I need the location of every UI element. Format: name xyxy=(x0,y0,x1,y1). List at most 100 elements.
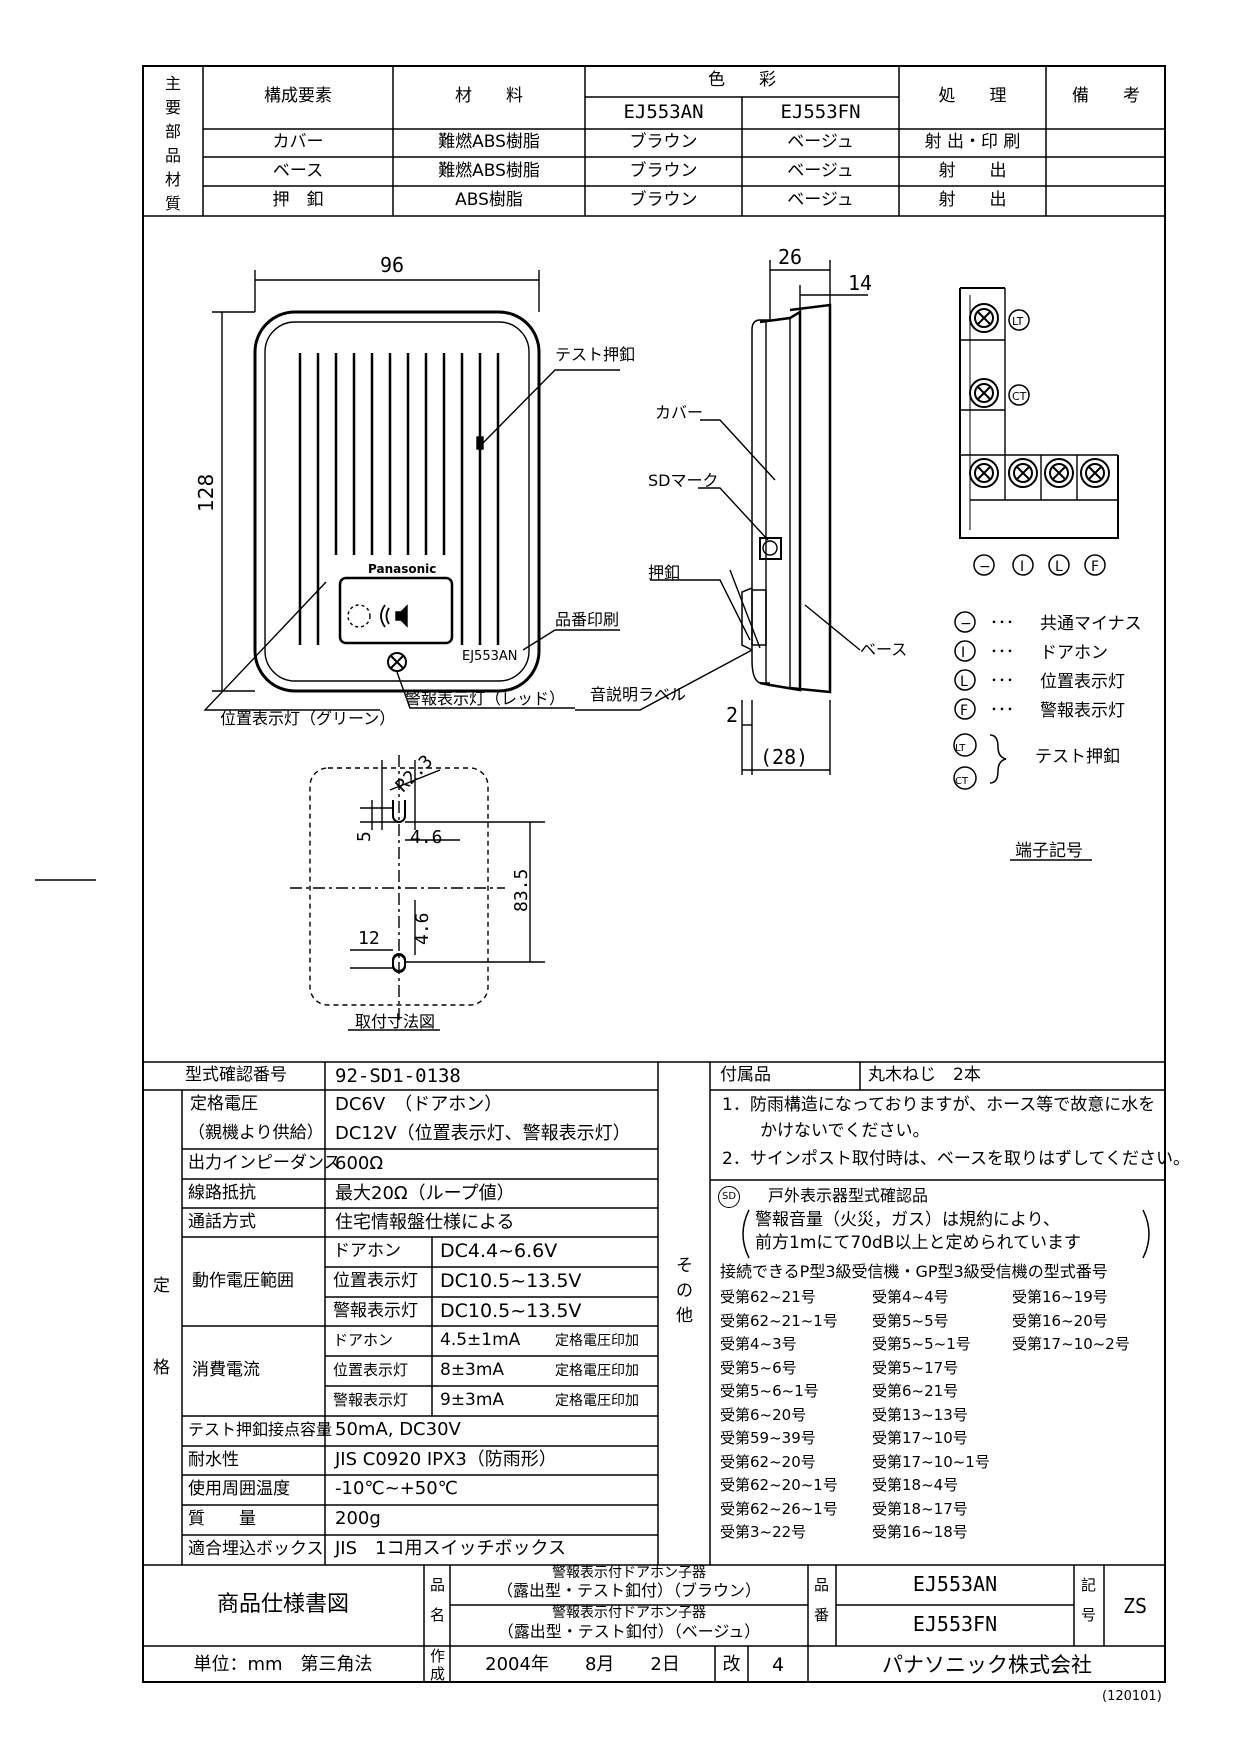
screw-lt-icon xyxy=(969,303,999,333)
legend-ct: CT xyxy=(955,776,969,787)
receiver-model-number: 受第5~17号 xyxy=(872,1358,959,1377)
dim-height: 128 xyxy=(194,474,218,512)
spec-current-value: 8±3mA xyxy=(440,1360,505,1380)
receiver-model-number: 受第18~4号 xyxy=(872,1476,959,1494)
row-cover-treatment: 射 出・印 刷 xyxy=(924,132,1021,152)
terminal-symbol: F xyxy=(1091,559,1099,575)
label-part-print: 品番印刷 xyxy=(555,610,619,629)
revision-value: 4 xyxy=(771,1654,785,1676)
receiver-model-number: 受第62~21号 xyxy=(720,1288,816,1306)
mount-12: 12 xyxy=(358,928,380,949)
note-2: 2．サインポスト取付時は、ベースを取りはずしてください。 xyxy=(722,1149,1190,1169)
spec-current-key: ドアホン xyxy=(333,1331,394,1349)
materials-side-char: 部 xyxy=(164,122,181,141)
spec-current-label: 消費電流 xyxy=(192,1360,260,1380)
mount-83-5: 83.5 xyxy=(511,869,532,912)
legend-dots: ･･･ xyxy=(990,642,1014,661)
header-model-brown: EJ553AN xyxy=(623,101,704,123)
row-cover-color2: ベージュ xyxy=(787,132,854,152)
header-component: 構成要素 xyxy=(264,86,332,106)
spec-section-char: 定 xyxy=(153,1276,170,1296)
screw-i-icon xyxy=(1008,458,1038,488)
receiver-model-number: 受第16~18号 xyxy=(872,1523,968,1541)
position-lamp-marker xyxy=(347,604,371,628)
name-label-char: 品 xyxy=(430,1576,446,1594)
made-label-char: 成 xyxy=(430,1665,446,1683)
legend-symbol: I xyxy=(961,645,965,661)
legend-text: 警報表示灯 xyxy=(1040,701,1125,721)
part-label-char: 番 xyxy=(814,1606,830,1624)
receiver-model-number: 受第59~39号 xyxy=(720,1429,816,1447)
spec-current-key: 警報表示灯 xyxy=(333,1391,409,1409)
terminal-symbol: − xyxy=(979,559,991,575)
materials-side-char: 主 xyxy=(164,74,181,93)
label-alarm-lamp: 警報表示灯（レッド） xyxy=(405,689,565,708)
terminal-caption: 端子記号 xyxy=(1015,841,1083,861)
spec-type-value: 92-SD1-0138 xyxy=(335,1065,461,1087)
row-button-component: 押 釦 xyxy=(272,190,324,210)
spec-comm-label: 通話方式 xyxy=(188,1212,256,1232)
alarm-lamp xyxy=(387,652,407,672)
receiver-model-number: 受第6~20号 xyxy=(720,1405,807,1424)
receiver-model-number: 受第16~19号 xyxy=(1012,1288,1108,1306)
spec-op-key: 警報表示灯 xyxy=(333,1301,418,1321)
product-name-1a: 警報表示付ドアホン子器 xyxy=(552,1565,706,1581)
row-cover-material: 難燃ABS樹脂 xyxy=(438,132,540,152)
spec-current-value: 9±3mA xyxy=(440,1390,505,1410)
speaker-icon xyxy=(395,604,408,628)
side-dim-2: 2 xyxy=(726,703,738,727)
brand-logo: Panasonic xyxy=(368,562,436,576)
materials-side-char: 質 xyxy=(164,194,181,213)
symbol-label-char: 号 xyxy=(1081,1606,1097,1624)
side-dim-28: (28) xyxy=(760,745,808,769)
materials-side-char: 材 xyxy=(164,170,181,189)
spec-box-value: JIS 1コ用スイッチボックス xyxy=(335,1538,566,1559)
spec-impedance-label: 出力インピーダンス xyxy=(188,1153,341,1173)
receiver-model-number: 受第62~26~1号 xyxy=(720,1499,838,1518)
note-1-cont: かけないでください。 xyxy=(760,1121,930,1141)
spec-current-note: 定格電圧印加 xyxy=(555,1333,639,1349)
header-color: 色 彩 xyxy=(708,70,776,90)
legend-text: 共通マイナス xyxy=(1040,614,1142,634)
row-button-color1: ブラウン xyxy=(629,190,698,210)
drawing-sheet xyxy=(142,65,1166,1683)
spec-contact-value: 50mA, DC30V xyxy=(335,1419,461,1440)
materials-side-title: 主 要 部 品 材 質 xyxy=(150,70,196,214)
label-sound-label: 音説明ラベル xyxy=(590,685,686,704)
sd-title: 戸外表示器型式確認品 xyxy=(768,1186,929,1205)
other-label-char: の xyxy=(676,1281,693,1301)
receiver-model-number: 受第62~20~1号 xyxy=(720,1476,838,1494)
accessory-value: 丸木ねじ 2本 xyxy=(868,1065,981,1085)
made-label-char: 作 xyxy=(430,1647,446,1665)
mount-title: 取付寸法図 xyxy=(355,1012,435,1031)
header-treatment: 処 理 xyxy=(938,86,1007,106)
row-base-treatment: 射 出 xyxy=(938,161,1007,181)
model-print: EJ553AN xyxy=(462,649,517,664)
legend-symbol: F xyxy=(960,703,968,719)
terminal-lt-label: LT xyxy=(1012,315,1024,328)
legend-test: テスト押釦 xyxy=(1035,747,1120,767)
symbol-label-char: 記 xyxy=(1081,1576,1097,1594)
row-button-color2: ベージュ xyxy=(787,190,854,210)
sd-mark-box xyxy=(759,537,782,560)
row-base-material: 難燃ABS樹脂 xyxy=(438,161,540,181)
accessory-label: 付属品 xyxy=(720,1065,771,1085)
connectable-title: 接続できるP型3級受信機・GP型3級受信機の型式番号 xyxy=(720,1262,1108,1281)
header-remarks: 備 考 xyxy=(1072,86,1140,106)
row-cover-color1: ブラウン xyxy=(629,132,698,152)
doc-code: (120101) xyxy=(1102,1689,1162,1704)
receiver-model-number: 受第4~4号 xyxy=(872,1288,949,1306)
product-name-1b: （露出型・テスト釦付）（ブラウン） xyxy=(496,1581,761,1600)
row-cover-component: カバー xyxy=(272,132,324,152)
terminal-symbol: L xyxy=(1055,559,1063,575)
alarm-brackets xyxy=(742,1209,1150,1259)
label-sd-mark: SDマーク xyxy=(648,471,718,490)
unit-note: 単位：mm 第三角法 xyxy=(193,1654,373,1675)
legend-text: 位置表示灯 xyxy=(1040,672,1125,692)
header-model-beige: EJ553FN xyxy=(780,101,861,123)
label-button: 押釦 xyxy=(648,563,680,582)
spec-water-label: 耐水性 xyxy=(188,1450,239,1470)
spec-op-key: 位置表示灯 xyxy=(333,1271,418,1291)
row-button-treatment: 射 出 xyxy=(938,190,1007,210)
revision-label: 改 xyxy=(722,1654,741,1675)
